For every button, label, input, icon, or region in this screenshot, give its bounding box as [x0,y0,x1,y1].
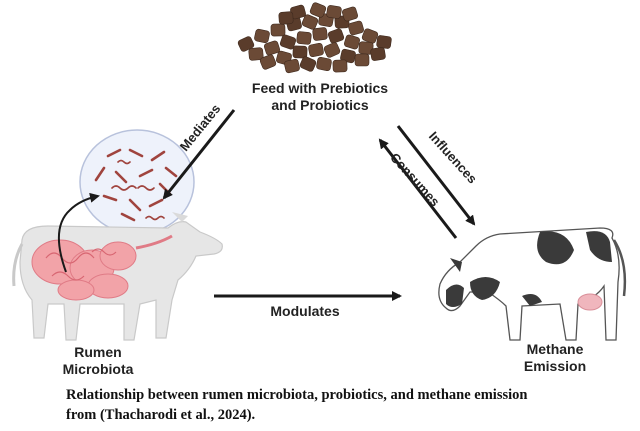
modulates-label: Modulates [270,303,340,319]
feed-pellet [279,34,297,50]
microbe [111,185,137,191]
microbe [145,215,165,221]
methane-label: Methane Emission [505,341,605,375]
feed-pellet [326,5,342,19]
rumen-label-line2: Microbiota [62,361,134,377]
influences-arrow [396,125,476,226]
feed-label-line2: and Probiotics [271,97,369,113]
microbe [128,198,142,212]
microbe [106,148,122,158]
microbe [94,166,106,182]
feed-pellet [354,53,370,67]
feed-pellet [292,45,308,59]
feed-pellet [332,59,348,73]
microbe [150,150,166,162]
rumen-label-line1: Rumen [74,344,122,360]
feed-pellet [361,28,379,44]
methane-label-line1: Methane [526,341,584,357]
feed-pellet [237,36,255,52]
feed-pellet [254,28,270,44]
rumen-cow-icon [12,192,223,341]
rumen-label: Rumen Microbiota [58,344,138,378]
microbe [164,166,178,178]
feed-pellet [341,6,359,22]
feed-pellet [343,34,361,50]
microbe [137,185,155,191]
microbe [114,170,128,184]
feed-pellet [248,47,264,61]
feed-pellet [323,42,341,58]
feed-pellet [327,28,345,44]
feed-pellet [263,40,281,56]
grazing-cow-icon [438,227,627,341]
feed-pellet [284,58,300,74]
feed-pellet [308,42,324,58]
figure-caption: Relationship between rumen microbiota, p… [66,385,626,425]
microbiota-bubble-icon [79,129,195,235]
feed-pellet [278,11,294,25]
consumes-arrow [378,138,458,239]
feed-pellet [316,56,332,72]
microbe [102,194,118,202]
microbe [138,168,154,178]
microbe [120,212,136,222]
feed-pellet [299,56,317,72]
feed-pellet [301,14,319,30]
methane-label-line2: Emission [523,358,587,374]
feed-pellet [259,54,277,70]
feed-pellet [348,20,364,36]
feed-label-line1: Feed with Prebiotics [251,80,389,96]
feed-pellet [370,47,386,61]
feed-pellet [376,35,392,49]
feed-pellet [312,27,328,41]
feed-pellet [270,23,286,37]
caption-line2: from (Thacharodi et al., 2024). [66,407,256,423]
feed-pellet [296,31,312,45]
mediates-arrow [162,109,236,200]
microbe [148,198,164,208]
feed-pellets-icon [237,2,392,74]
caption-line1: Relationship between rumen microbiota, p… [66,387,528,403]
microbe [117,159,131,165]
feed-pellet [309,2,327,18]
feed-label: Feed with Prebiotics and Probiotics [205,80,435,114]
microbe [128,148,144,158]
